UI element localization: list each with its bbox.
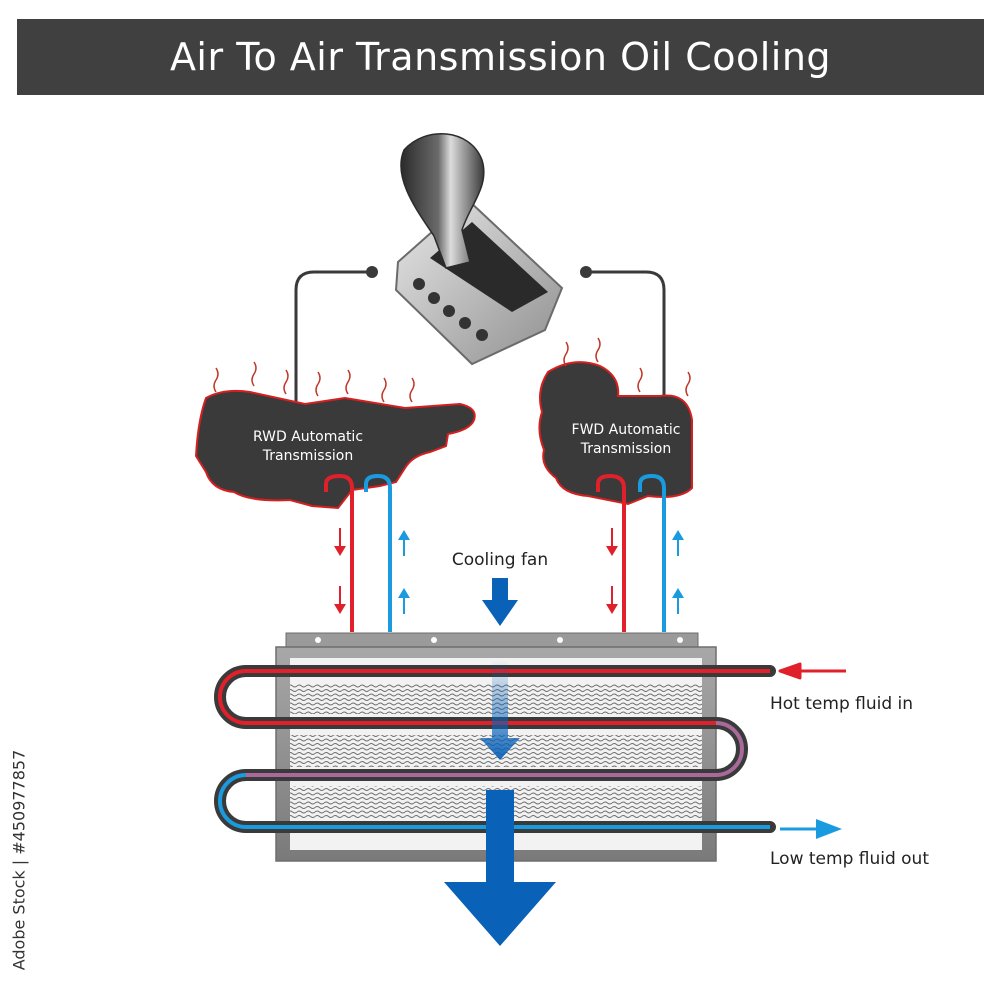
fwd-transmission-body xyxy=(538,361,693,506)
low-fluid-out: Low temp fluid out xyxy=(770,819,929,869)
link-rwd xyxy=(294,270,372,408)
rwd-transmission: RWD Automatic Transmission xyxy=(194,361,476,510)
rwd-label-line1: RWD Automatic xyxy=(253,429,363,445)
fwd-cold-arrows xyxy=(672,530,684,614)
hot-fluid-in-label: Hot temp fluid in xyxy=(770,694,913,714)
hot-in-arrow xyxy=(778,662,846,680)
link-fwd-joint xyxy=(580,266,592,278)
link-fwd xyxy=(586,270,666,398)
diagram-title: Air To Air Transmission Oil Cooling xyxy=(169,35,832,79)
fwd-cold-line xyxy=(638,473,666,632)
fwd-hot-arrows xyxy=(606,528,618,614)
watermark-text: Adobe Stock | #450977857 xyxy=(9,749,29,971)
low-out-arrow xyxy=(816,819,842,839)
airflow-large xyxy=(444,790,556,946)
cooling-fan-arrow xyxy=(482,578,518,626)
fluid-lines xyxy=(324,473,666,632)
gear-marker-p xyxy=(413,278,425,290)
rwd-hot-arrows xyxy=(334,528,346,614)
rwd-heat-waves xyxy=(213,361,415,403)
gear-marker-n xyxy=(443,305,455,317)
fwd-heat-waves xyxy=(563,337,691,397)
airflow-arrows xyxy=(444,660,556,946)
shifter-lever xyxy=(400,133,485,269)
hot-fluid-in: Hot temp fluid in xyxy=(770,662,913,714)
fwd-transmission: FWD Automatic Transmission xyxy=(538,337,693,506)
gear-marker-s xyxy=(476,329,488,341)
fwd-label-line1: FWD Automatic xyxy=(572,422,681,438)
control-links xyxy=(294,266,666,408)
gear-marker-d xyxy=(459,317,471,329)
rwd-transmission-body xyxy=(194,389,476,510)
rwd-hot-line xyxy=(324,473,354,632)
cooling-fan-label: Cooling fan xyxy=(452,550,548,570)
cooler-top-bar xyxy=(285,632,699,648)
rwd-cold-line xyxy=(364,473,392,632)
rwd-cold-arrows xyxy=(398,530,410,614)
gear-markers xyxy=(413,278,488,341)
low-fluid-out-label: Low temp fluid out xyxy=(770,849,929,869)
title-bar: Air To Air Transmission Oil Cooling xyxy=(17,19,984,95)
link-rwd-joint xyxy=(366,266,378,278)
cooler-pipe-cold xyxy=(218,773,770,829)
flow-arrows xyxy=(334,528,684,614)
airflow-small xyxy=(480,660,520,760)
fwd-hot-line xyxy=(596,473,626,632)
cooler-pipe-mid xyxy=(246,721,744,777)
gear-marker-r xyxy=(428,292,440,304)
fwd-label-line2: Transmission xyxy=(580,441,671,457)
stock-watermark: Adobe Stock | #450977857 xyxy=(4,750,34,971)
rwd-label-line2: Transmission xyxy=(262,448,353,464)
cooler-pipe-hot xyxy=(218,669,770,725)
gear-shifter xyxy=(394,133,564,366)
